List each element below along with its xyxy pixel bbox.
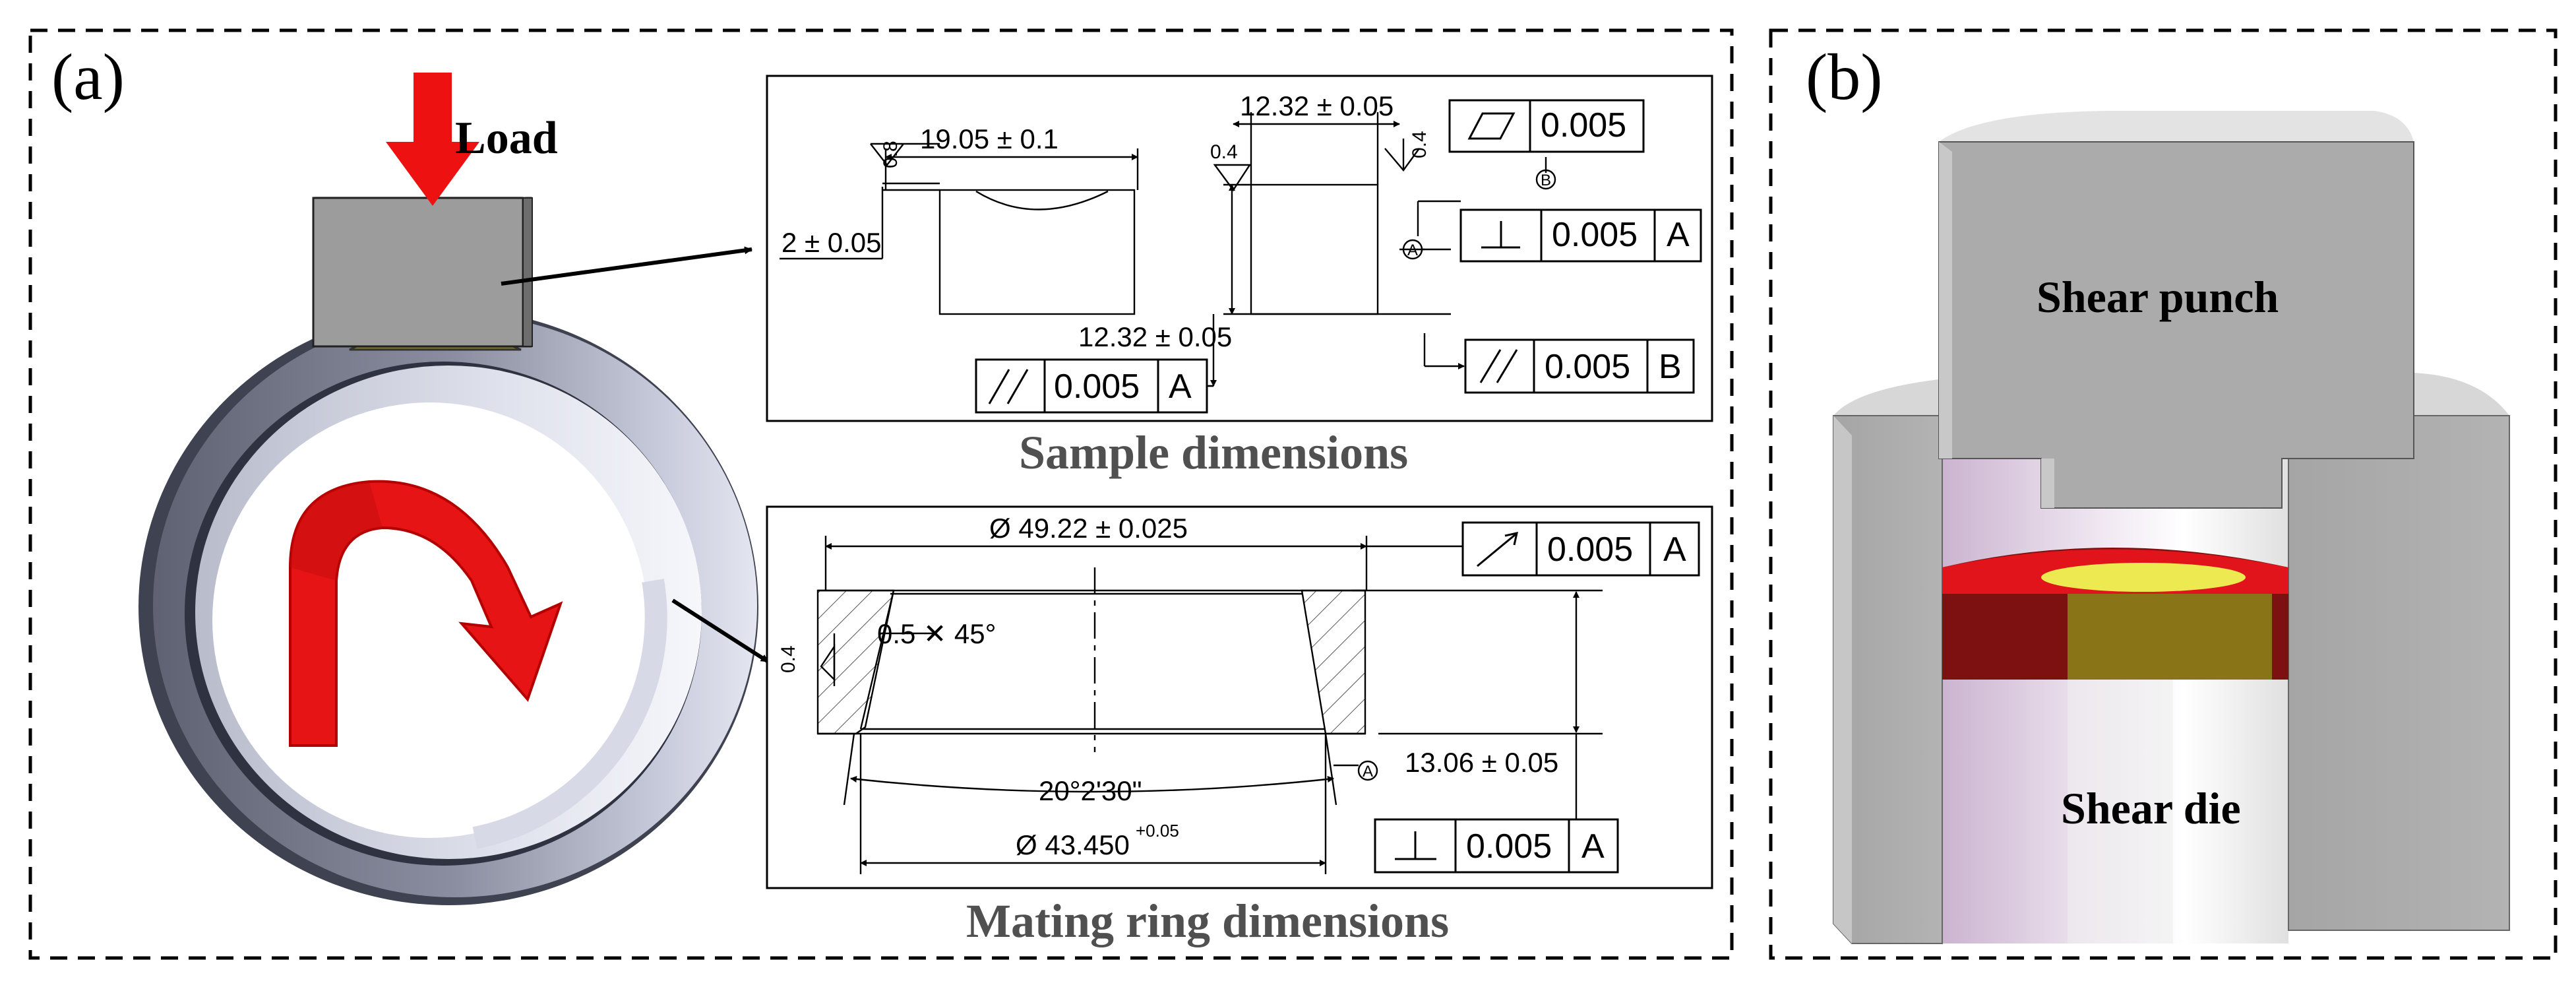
dim-inner-diameter: Ø 43.450 +0.05: [1016, 821, 1179, 860]
runout-arrow-icon: [1477, 532, 1518, 567]
dim-outer-diameter: Ø 49.22 ± 0.025: [989, 513, 1188, 544]
svg-text:0.005: 0.005: [1054, 367, 1140, 406]
svg-text:A: A: [1663, 530, 1686, 569]
datum-a-marker: A: [1407, 241, 1418, 259]
tol-flatness-value: 0.005: [1541, 106, 1626, 144]
load-arrow-icon: [386, 73, 479, 206]
mating-ring-3d: [138, 309, 758, 905]
perpendicularity-icon: [1395, 831, 1436, 860]
svg-text:0.005: 0.005: [1545, 348, 1630, 386]
shear-punch-label: Shear punch: [2037, 272, 2279, 322]
load-label: Load: [455, 113, 558, 164]
tol-frame-parallelism-a: 0.005 A: [975, 358, 1208, 414]
panel-b-label: (b): [1806, 40, 1883, 113]
svg-text:+0.05: +0.05: [1136, 821, 1179, 841]
dim-height: 13.06 ± 0.05: [1405, 747, 1558, 778]
svg-text:0.005: 0.005: [1547, 530, 1633, 569]
ring-datum-a-marker: A: [1363, 763, 1373, 781]
parallelism-icon: [1479, 349, 1518, 383]
dim-angle: 20°2'30": [1039, 775, 1142, 806]
panel-b-frame: [1769, 28, 2558, 960]
svg-text:A: A: [1667, 216, 1690, 254]
dim-top-height: 12.32 ± 0.05: [1240, 90, 1394, 121]
sample-drawing: [780, 112, 1556, 389]
dim-chamfer: 0.5 ✕ 45°: [877, 618, 996, 649]
roughness-1: 0.8: [880, 141, 902, 168]
dim-width: 19.05 ± 0.1: [920, 123, 1058, 154]
ring-dimensions-title: Mating ring dimensions: [966, 895, 1449, 947]
panel-a-label: (a): [51, 40, 125, 113]
ring-leader-arrow: [671, 598, 770, 664]
dim-side-height: 12.32 ± 0.05: [1078, 321, 1232, 352]
panel-a-frame: [28, 28, 1734, 960]
sample-leader-arrow: [501, 246, 752, 286]
tol-frame-perpendicularity: 0.005 A: [1459, 208, 1702, 263]
svg-text:0.005: 0.005: [1552, 216, 1638, 254]
ring-drawing: [816, 536, 1603, 874]
dim-curve-depth: 2 ± 0.05: [782, 227, 882, 258]
shear-die-label: Shear die: [2061, 783, 2241, 833]
flatness-icon: [1467, 112, 1516, 140]
tol-frame-ring-perpendicularity: 0.005 A: [1374, 818, 1619, 874]
shear-punch: [1938, 111, 2414, 509]
tol-frame-parallelism-b: 0.005 B: [1464, 338, 1695, 394]
rotation-arrow-icon: [289, 480, 563, 747]
datum-b-marker: B: [1541, 172, 1551, 189]
svg-text:A: A: [1581, 827, 1605, 866]
tol-frame-flatness: 0.005: [1448, 99, 1645, 153]
sample-dimensions-title: Sample dimensions: [1019, 426, 1408, 479]
svg-text:Ø 43.450: Ø 43.450: [1016, 829, 1130, 860]
svg-text:A: A: [1169, 367, 1192, 406]
roughness-2: 0.4: [1210, 141, 1238, 163]
shear-die: [1833, 373, 2510, 944]
svg-text:B: B: [1659, 348, 1682, 386]
tol-frame-runout: 0.005 A: [1461, 521, 1700, 577]
perpendicularity-icon: [1481, 221, 1520, 249]
svg-text:0.005: 0.005: [1466, 827, 1552, 866]
roughness-3: 0.4: [1409, 131, 1430, 158]
parallelism-icon: [988, 369, 1029, 404]
ring-roughness: 0.4: [778, 645, 799, 673]
sample-block-3d: [312, 197, 533, 351]
